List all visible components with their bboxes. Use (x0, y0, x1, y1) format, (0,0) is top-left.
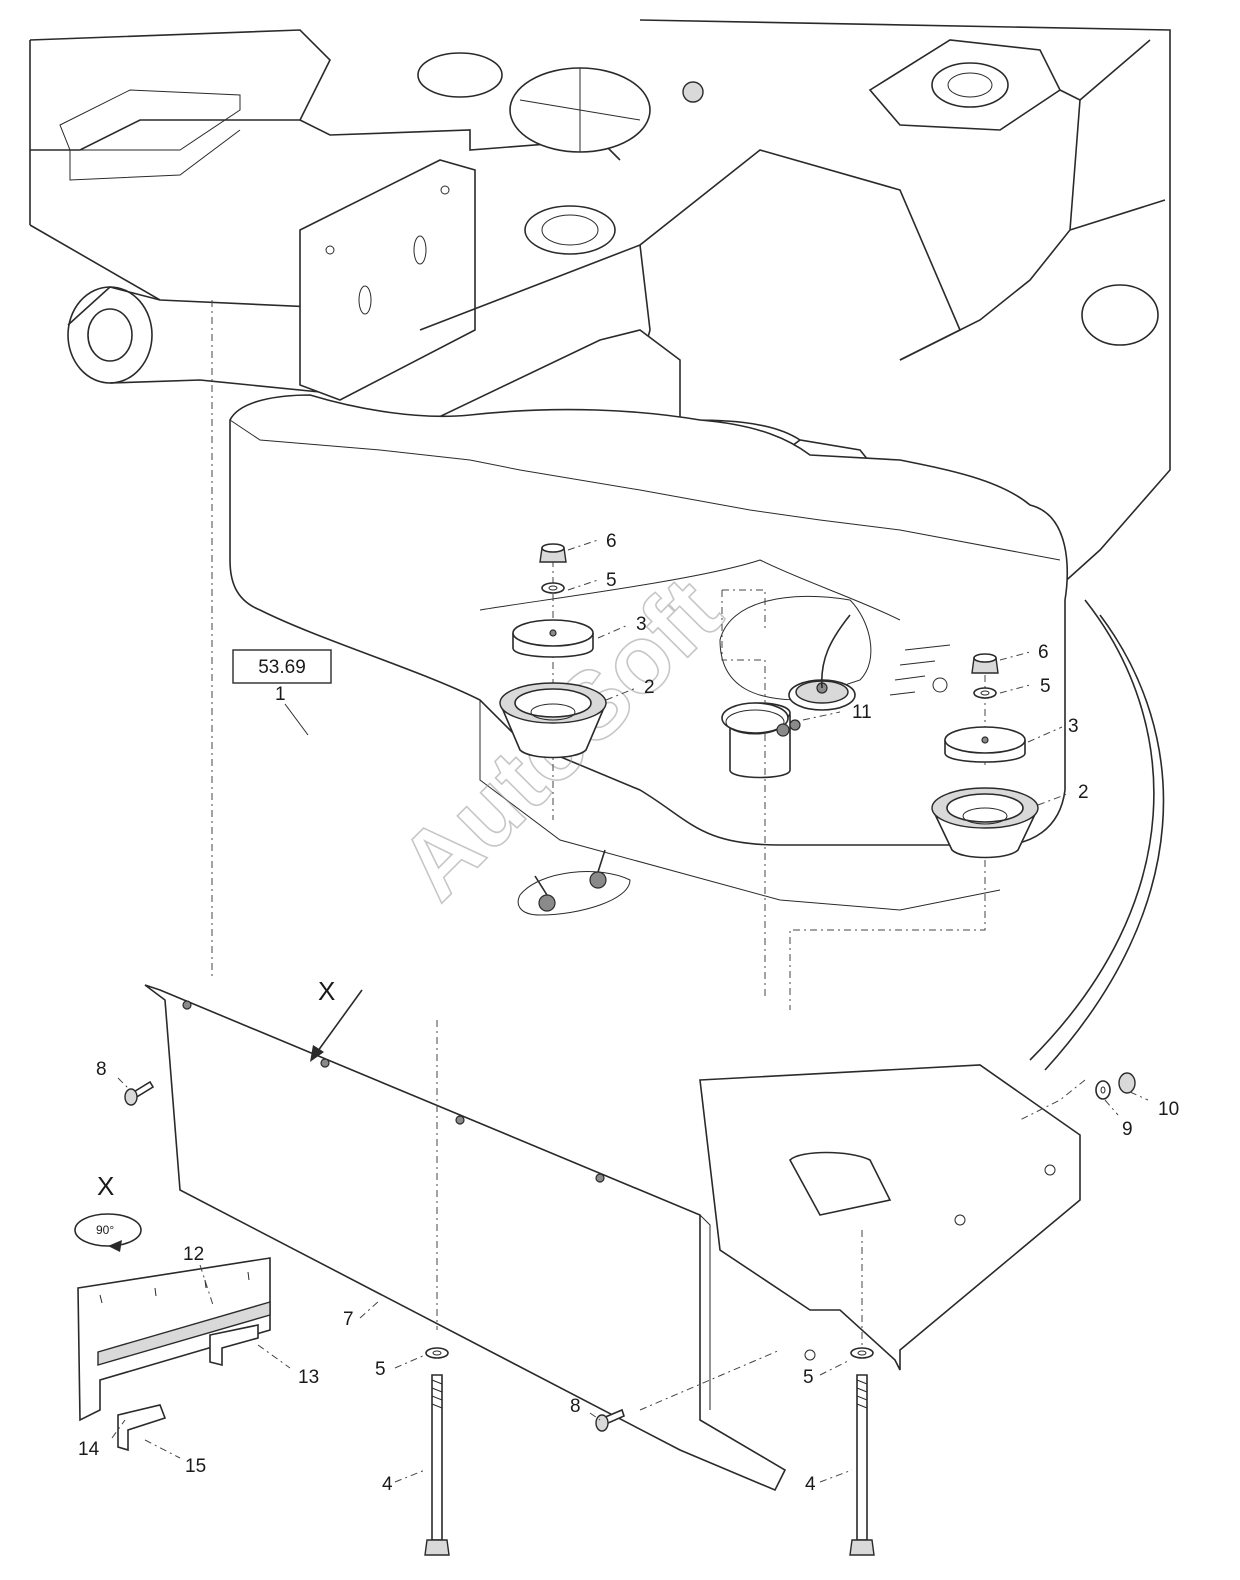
callout-8-bottom: 8 (570, 1396, 581, 1417)
callout-6-right: 6 (1038, 642, 1049, 663)
seal-strip-12 (97, 1301, 271, 1366)
support-plate (699, 1064, 1081, 1371)
nut-10 (1118, 1072, 1136, 1094)
callout-13: 13 (298, 1367, 319, 1388)
rotation-angle: 90° (96, 1223, 114, 1237)
callout-2-left: 2 (644, 677, 655, 698)
callout-2-right: 2 (1078, 782, 1089, 803)
reference-box-text: 53.69 (258, 657, 306, 678)
callout-7: 7 (343, 1309, 354, 1330)
callout-4-left: 4 (382, 1474, 393, 1495)
callout-5-right: 5 (1040, 676, 1051, 697)
tank-label-plate (889, 644, 951, 696)
callout-15: 15 (185, 1456, 206, 1477)
callout-5-left-top: 5 (606, 570, 617, 591)
callout-8-left: 8 (96, 1059, 107, 1080)
clip-15 (117, 1404, 167, 1452)
view-arrow: X (310, 976, 363, 1062)
bolt-right (849, 1347, 875, 1556)
callout-3-right: 3 (1068, 716, 1079, 737)
bolt-left (424, 1347, 450, 1556)
mount-stack-left (499, 543, 607, 820)
leader-lines (111, 539, 1149, 1483)
hose-clamp (721, 589, 801, 1000)
rotation-arrow-icon (108, 1240, 122, 1252)
frame-arc-inner (1044, 614, 1165, 1071)
callout-10: 10 (1158, 1099, 1179, 1120)
callout-9: 9 (1122, 1119, 1133, 1140)
view-arrow-letter: X (318, 976, 335, 1006)
section-detail: X 90° (74, 1171, 271, 1452)
callout-4-right: 4 (805, 1474, 816, 1495)
callout-5-bolt-left: 5 (375, 1359, 386, 1380)
callout-14: 14 (78, 1439, 100, 1460)
washer-9 (1095, 1080, 1111, 1100)
callout-3-left: 3 (636, 614, 647, 635)
mount-stack-right (789, 653, 1039, 1010)
callout-1: 1 (275, 684, 286, 705)
callout-12: 12 (183, 1244, 204, 1265)
screw-left (124, 1080, 155, 1106)
clip-13 (209, 1324, 259, 1367)
guard-plate (144, 984, 787, 1492)
callout-6-left: 6 (606, 531, 617, 552)
frame-arc (1029, 599, 1155, 1061)
callout-labels: 6 5 3 2 1 11 6 5 3 2 8 12 7 13 5 14 15 4… (78, 531, 1179, 1495)
screw-bottom (595, 1408, 625, 1432)
callout-11: 11 (852, 702, 872, 723)
section-letter: X (97, 1171, 114, 1201)
callout-5-bolt-right: 5 (803, 1367, 814, 1388)
reference-box: 53.69 (232, 649, 332, 684)
